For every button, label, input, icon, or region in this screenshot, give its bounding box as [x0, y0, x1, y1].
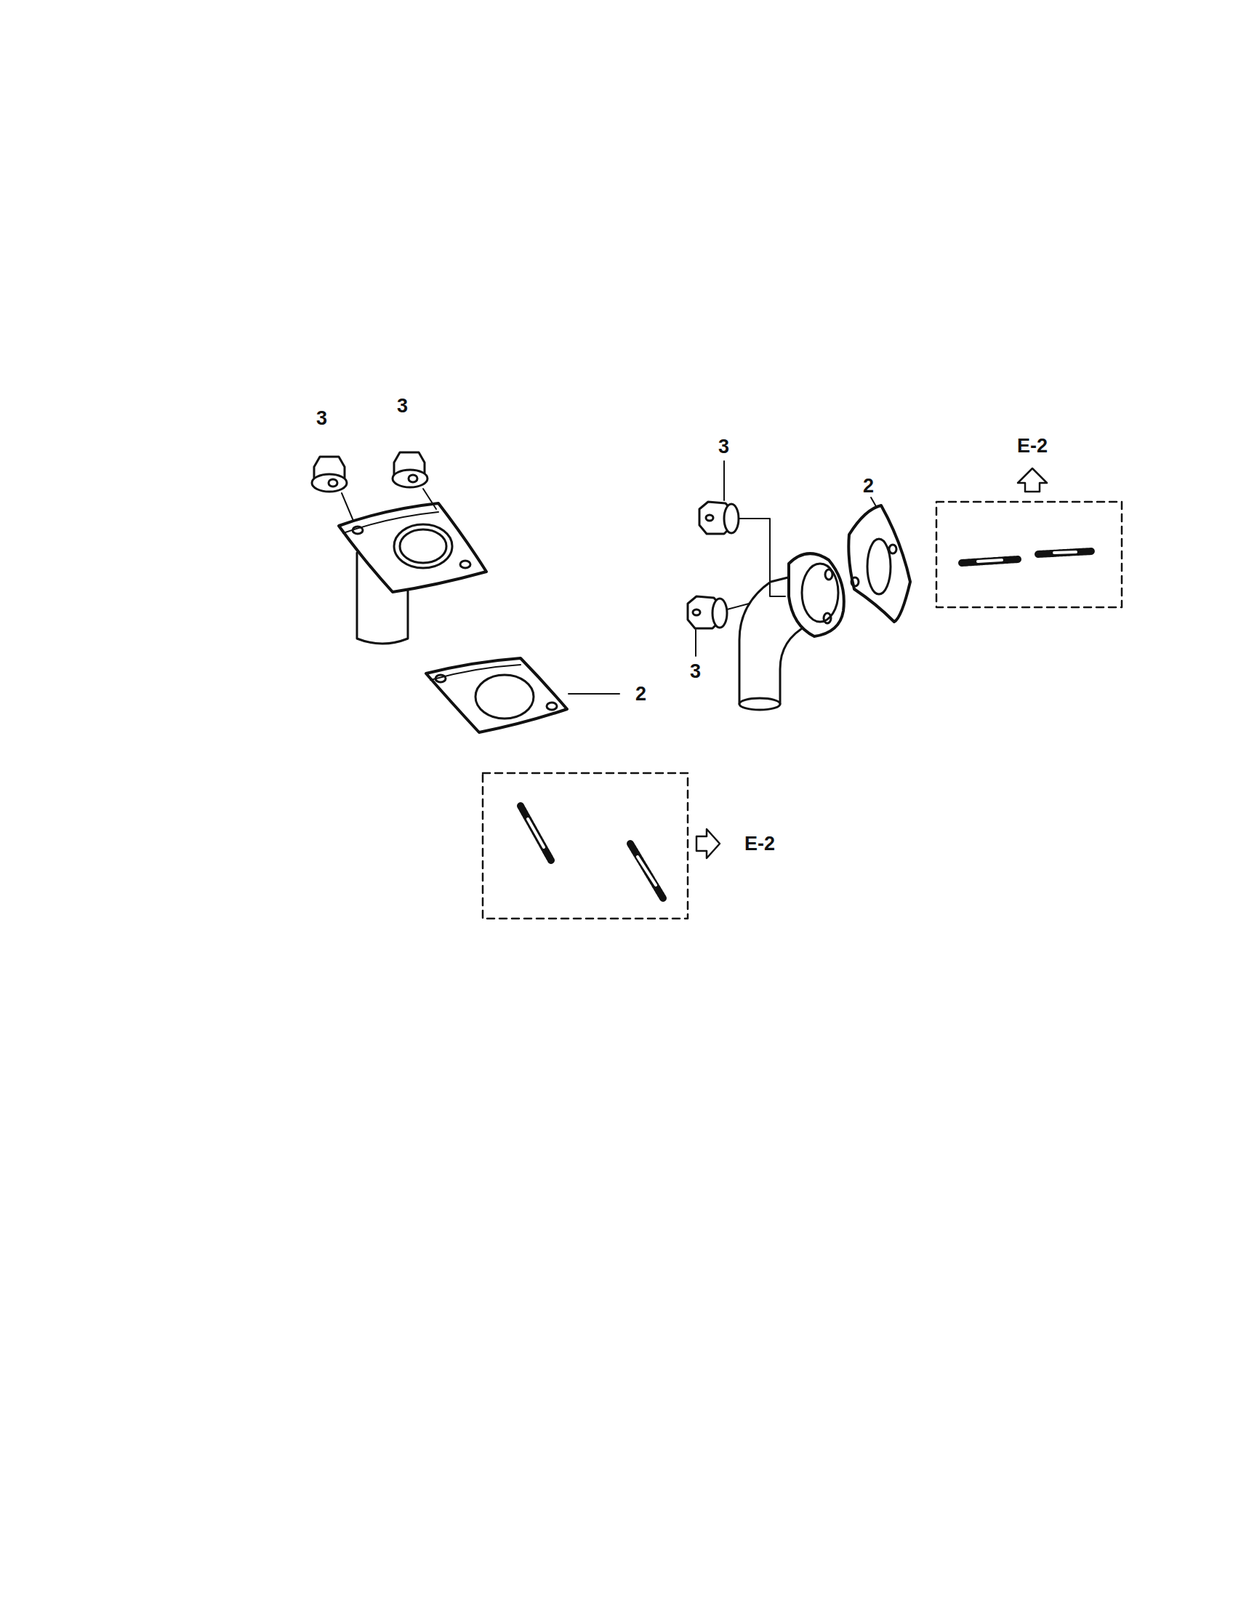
callout-number: 3	[316, 408, 328, 429]
callout-number: 3	[689, 661, 701, 682]
callout-number: 2	[862, 476, 874, 496]
callout-number: 2	[635, 684, 647, 704]
callout-number: 3	[396, 396, 408, 416]
reference-label: E-2	[1017, 436, 1048, 456]
reference-label: E-2	[744, 833, 775, 854]
callout-number: 3	[718, 436, 730, 457]
